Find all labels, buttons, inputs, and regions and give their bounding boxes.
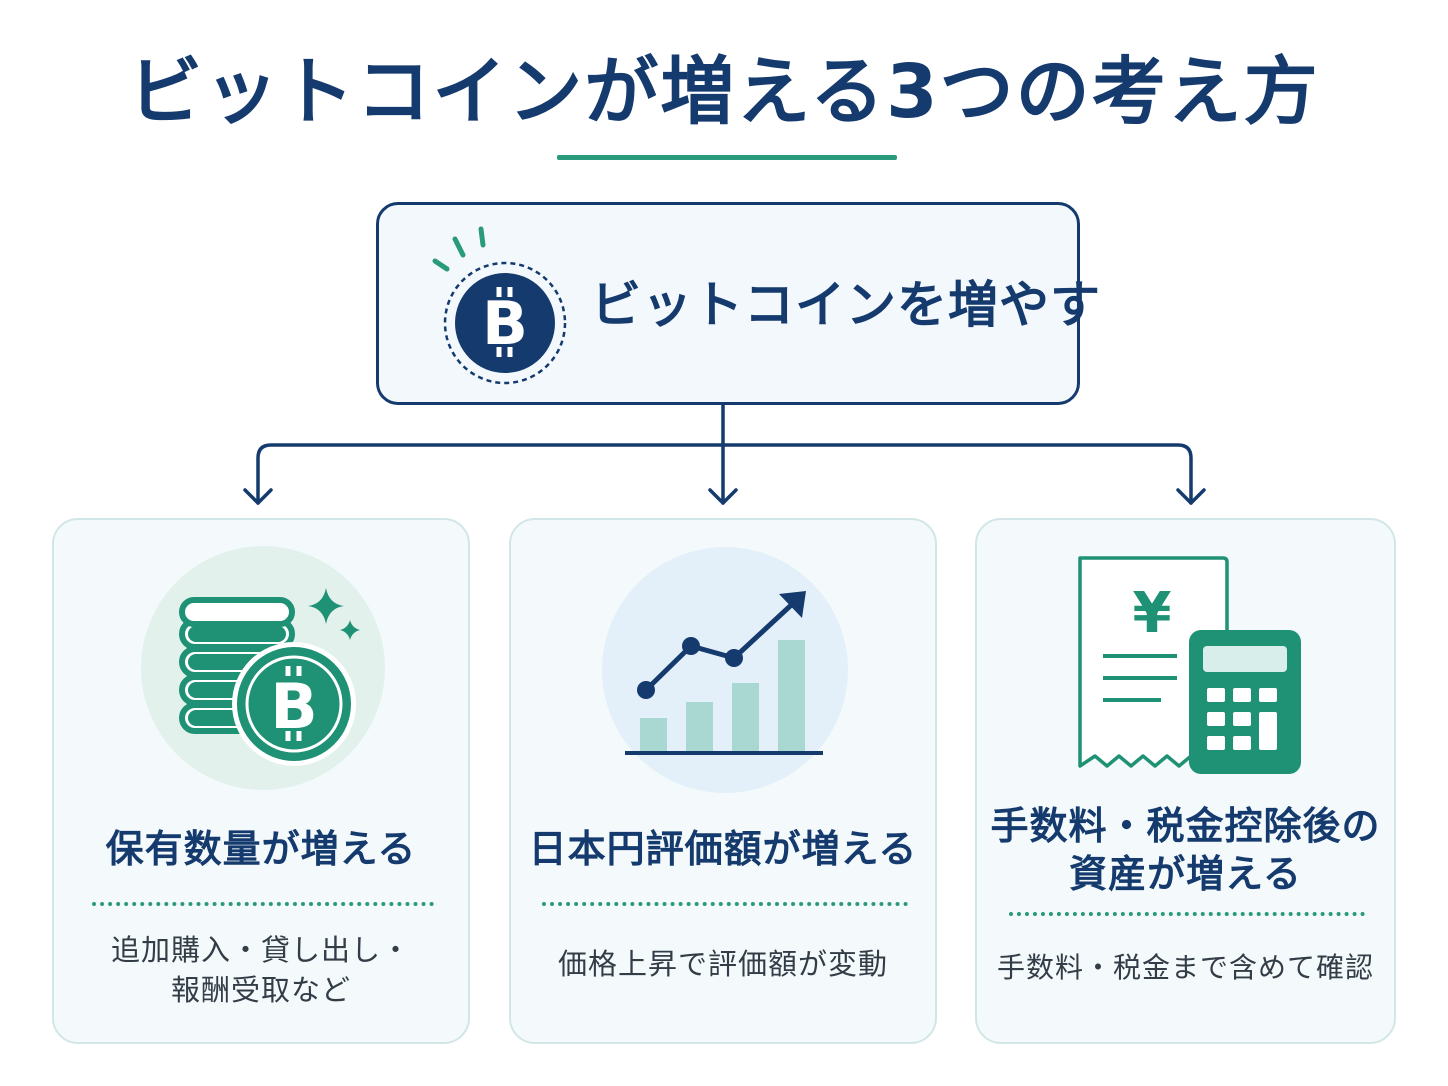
card-description-line-1: 追加購入・貸し出し・ [110,933,411,967]
receipt-calculator-icon: ¥ [1078,556,1301,774]
card-title-line-1: 手数料・税金控除後の [990,804,1381,848]
svg-text:B: B [270,670,317,743]
dotted-divider [542,902,908,906]
card-title-line-2: 資産が増える [1069,852,1302,896]
yen-symbol: ¥ [1133,581,1172,646]
card-description: 手数料・税金まで含めて確認 [996,951,1374,984]
card-holdings: B 保有数量が増える 追加購入・貸し出し・ 報酬受取など [52,518,470,1044]
card-after-fees: ¥ 手数料・税金控除後の 資産が増える 手数料・税金まで含めて確認 [975,518,1396,1044]
branch-connector [243,403,1206,505]
top-box: B ビットコインを増やす [376,202,1100,405]
page-title: ビットコインが増える3つの考え方 [128,49,1320,135]
card-yen-value: 日本円評価額が増える 価格上昇で評価額が変動 [509,518,937,1044]
card-title: 保有数量が増える [105,827,417,871]
card-description-line-2: 報酬受取など [170,973,351,1007]
coin-stack-bitcoin-icon: B [141,546,385,790]
bitcoin-icon: B [432,226,567,385]
top-box-label: ビットコインを増やす [591,276,1101,334]
rising-chart-icon [602,547,848,793]
card-title: 日本円評価額が増える [528,827,918,871]
title-underline [557,155,897,160]
dotted-divider [1009,912,1365,916]
card-description: 価格上昇で評価額が変動 [557,947,888,981]
svg-text:B: B [482,289,528,359]
dotted-divider [92,902,434,906]
